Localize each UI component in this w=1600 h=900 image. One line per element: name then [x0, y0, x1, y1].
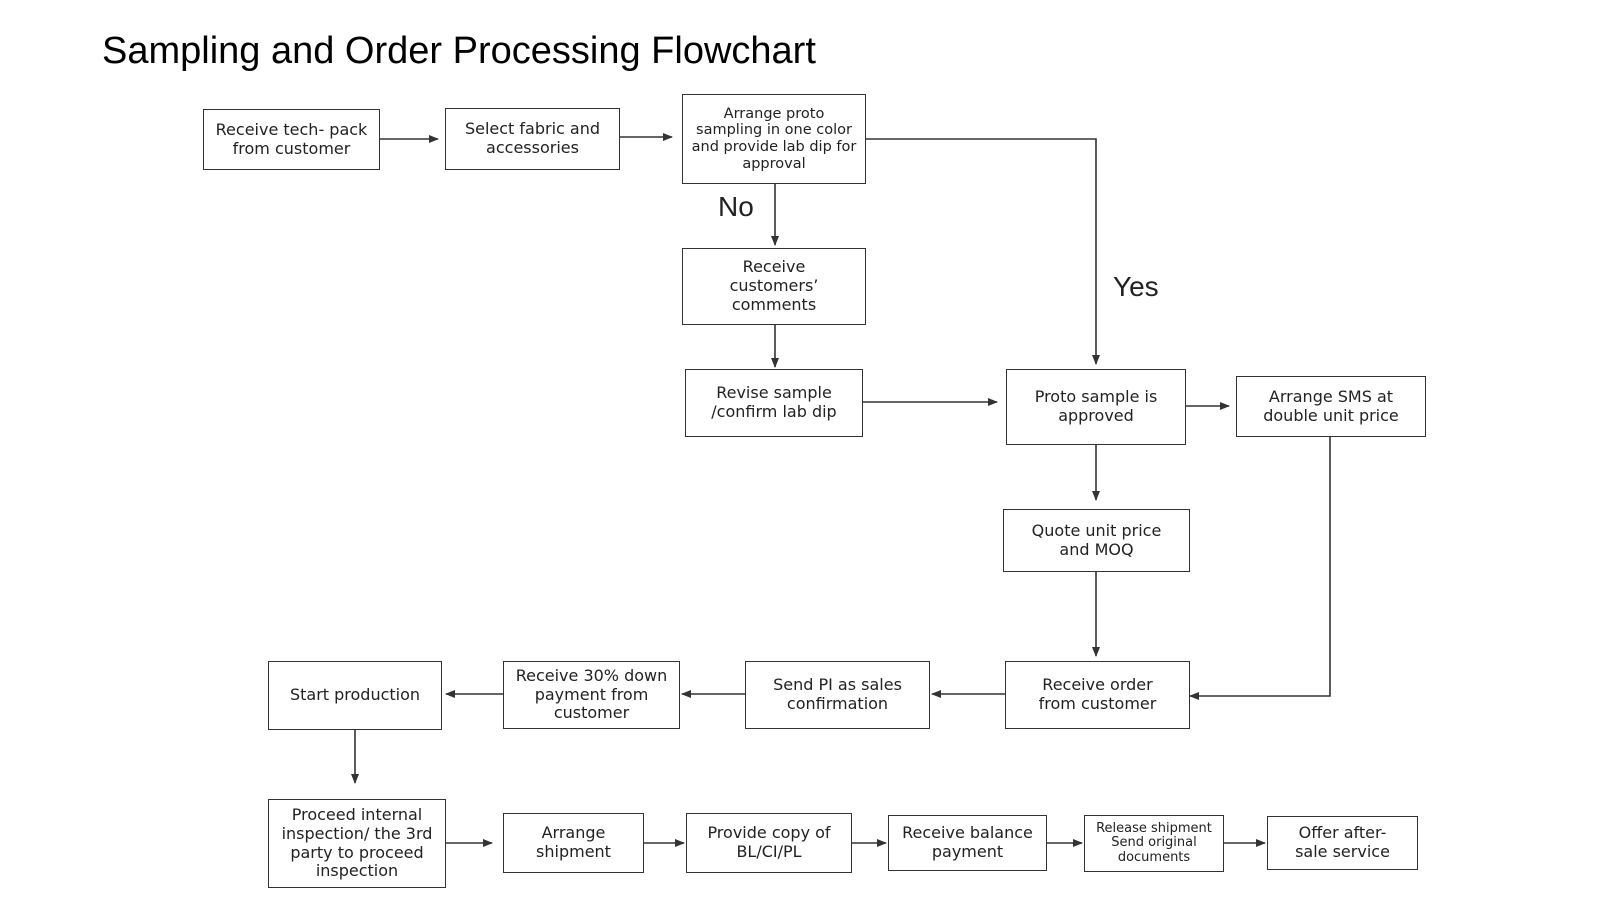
- node-arrange-sms: Arrange SMS at double unit price: [1236, 376, 1426, 437]
- node-label-line1: Release shipment: [1096, 820, 1212, 836]
- node-arrange-proto: Arrange proto sampling in one color and …: [682, 94, 866, 184]
- node-label: Receive tech- pack from customer: [215, 119, 368, 158]
- node-label-line2: Send original documents: [1111, 835, 1197, 865]
- node-start-production: Start production: [268, 661, 442, 730]
- node-receive-comments: Receive customers’ comments: [682, 248, 866, 325]
- node-label: Quote unit price and MOQ: [1031, 520, 1162, 559]
- node-label: Provide copy of BL/CI/PL: [707, 823, 831, 861]
- node-select-fabric: Select fabric and accessories: [445, 108, 620, 170]
- node-revise-sample: Revise sample /confirm lab dip: [685, 369, 863, 437]
- node-provide-copy: Provide copy of BL/CI/PL: [686, 813, 852, 873]
- node-send-pi: Send PI as sales confirmation: [745, 661, 930, 729]
- node-receive-down-payment: Receive 30% down payment from customer: [503, 661, 680, 729]
- arrow-proto-to-approved-yes: [866, 138, 1100, 365]
- node-receive-techpack: Receive tech- pack from customer: [203, 109, 380, 170]
- node-inspection: Proceed internal inspection/ the 3rd par…: [268, 799, 446, 888]
- node-label: Receive order from customer: [1038, 675, 1157, 713]
- node-receive-order: Receive order from customer: [1005, 661, 1190, 729]
- node-label: Offer after-sale service: [1295, 823, 1390, 861]
- arrow-sms-to-order: [1189, 437, 1331, 700]
- node-label: Send PI as sales confirmation: [773, 675, 902, 713]
- page-title: Sampling and Order Processing Flowchart: [102, 30, 816, 72]
- node-label: Start production: [289, 685, 421, 705]
- node-after-sale: Offer after-sale service: [1267, 816, 1418, 870]
- node-proto-approved: Proto sample is approved: [1006, 369, 1186, 445]
- node-quote-price: Quote unit price and MOQ: [1003, 509, 1190, 572]
- node-label: Receive customers’ comments: [729, 257, 819, 314]
- node-label: Arrange shipment: [536, 823, 611, 861]
- edge-label-no: No: [718, 191, 754, 222]
- node-label: Receive balance payment: [902, 823, 1033, 861]
- node-label: Select fabric and accessories: [464, 119, 601, 157]
- node-arrange-shipment: Arrange shipment: [503, 813, 644, 873]
- node-receive-balance: Receive balance payment: [888, 815, 1047, 871]
- node-label: Receive 30% down payment from customer: [515, 665, 668, 723]
- node-label: Arrange proto sampling in one color and …: [691, 105, 857, 172]
- node-label: Proceed internal inspection/ the 3rd par…: [281, 804, 433, 881]
- node-label: Arrange SMS at double unit price: [1263, 386, 1399, 425]
- node-label: Proto sample is approved: [1034, 387, 1158, 425]
- edge-label-yes: Yes: [1113, 271, 1159, 302]
- node-label: Revise sample /confirm lab dip: [711, 383, 837, 421]
- node-release-shipment: Release shipment Send original documents: [1084, 815, 1224, 872]
